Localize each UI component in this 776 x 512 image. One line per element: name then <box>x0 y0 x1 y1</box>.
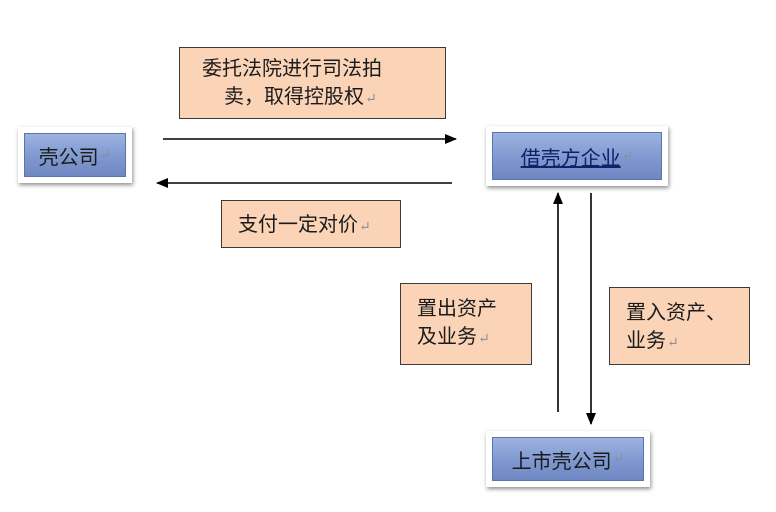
node-listed-shell-frame: 上市壳公司↵ <box>486 431 650 487</box>
node-shell-company-frame: 壳公司↵ <box>18 127 132 183</box>
label-asset-in-line-2-text: 业务 <box>626 328 666 352</box>
label-asset-out-line-1: 置出资产 <box>417 296 497 320</box>
return-mark-icon: ↵ <box>612 451 625 467</box>
label-asset-out-line-2-text: 及业务 <box>417 324 477 348</box>
label-payment-line: 支付一定对价↵ <box>238 210 400 241</box>
label-auction-line-2-text: 卖，取得控股权 <box>224 84 364 108</box>
label-asset-in: 置入资产、 业务↵ <box>609 287 750 365</box>
return-mark-icon: ↵ <box>99 147 112 163</box>
node-shell-company-text: 壳公司 <box>38 144 99 169</box>
return-mark-icon: ↵ <box>621 148 634 164</box>
return-mark-icon: ↵ <box>478 331 490 347</box>
label-payment-text: 支付一定对价 <box>238 212 358 236</box>
label-asset-in-line-2: 业务↵ <box>626 326 749 357</box>
node-listed-shell: 上市壳公司↵ <box>492 437 644 481</box>
return-mark-icon: ↵ <box>667 335 679 351</box>
node-borrowing-enterprise-text: 借壳方企业 <box>520 145 621 170</box>
label-auction-line-2: 卖，取得控股权↵ <box>202 82 445 113</box>
label-auction-line-1: 委托法院进行司法拍 <box>202 56 382 80</box>
return-mark-icon: ↵ <box>359 219 371 235</box>
node-listed-shell-text: 上市壳公司 <box>511 448 612 473</box>
node-shell-company: 壳公司↵ <box>24 133 126 177</box>
label-payment: 支付一定对价↵ <box>221 200 401 248</box>
node-borrowing-enterprise-frame: 借壳方企业↵ <box>486 126 668 186</box>
return-mark-icon: ↵ <box>365 91 377 107</box>
label-asset-out: 置出资产 及业务↵ <box>400 283 532 365</box>
label-asset-in-line-1: 置入资产、 <box>626 300 726 324</box>
label-asset-out-line-2: 及业务↵ <box>417 322 531 353</box>
label-auction: 委托法院进行司法拍 卖，取得控股权↵ <box>179 47 446 119</box>
node-borrowing-enterprise: 借壳方企业↵ <box>492 132 662 180</box>
